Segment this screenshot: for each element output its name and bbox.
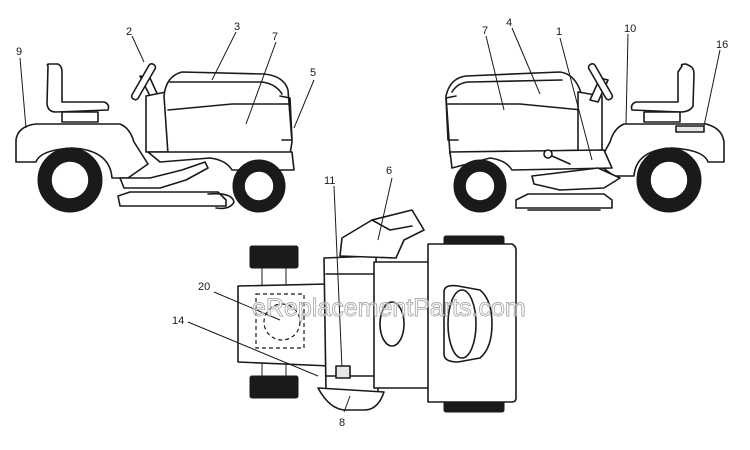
seat-cushion-top [447, 289, 477, 359]
discharge-chute-left [207, 192, 235, 210]
hood-crease-right [451, 79, 563, 93]
callout-6: 6 [386, 165, 392, 177]
leader-7-left [245, 41, 277, 125]
decal-16-area [675, 125, 705, 133]
leader-1 [559, 37, 593, 161]
chassis-right [449, 149, 613, 171]
leader-7-right [485, 35, 505, 111]
hood-grille-right [445, 95, 459, 141]
discharge-chute-top [339, 209, 425, 259]
hood-side-line-right [447, 103, 583, 111]
callout-3: 3 [234, 21, 240, 33]
leader-16 [703, 49, 721, 127]
leader-20 [213, 291, 281, 321]
front-rim-left [243, 170, 275, 202]
hood-right [445, 71, 585, 155]
chassis-top [323, 255, 379, 395]
callout-20: 20 [198, 281, 210, 293]
front-tire-top-left-bottom [249, 375, 299, 399]
callout-14: 14 [172, 315, 184, 327]
steering-wheel-left [130, 62, 157, 101]
leader-4 [511, 27, 541, 95]
callout-labels: 9 2 3 7 5 7 4 1 10 16 11 6 20 14 8 [16, 17, 728, 429]
leader-10 [625, 33, 629, 125]
rear-rim-right [649, 160, 689, 200]
decal-20-outline [255, 293, 305, 349]
callout-11: 11 [324, 175, 335, 187]
front-rim-right [464, 170, 496, 202]
callout-1: 1 [556, 26, 562, 38]
footrest-left [119, 161, 209, 189]
lever-knob-right [543, 149, 553, 159]
callout-5: 5 [310, 67, 316, 79]
leader-3 [211, 31, 237, 81]
leader-11 [333, 185, 343, 369]
hood-left [163, 71, 293, 155]
steering-wheel-right [587, 62, 614, 101]
seat-base-right [643, 111, 681, 123]
leader-14 [187, 321, 319, 377]
callout-7-left: 7 [272, 31, 278, 43]
seat-left [46, 63, 110, 113]
callout-16: 16 [716, 39, 728, 51]
pedal-top [379, 301, 405, 347]
lever-right [551, 155, 571, 165]
mower-deck-left [117, 191, 227, 207]
callout-8: 8 [339, 417, 345, 429]
tractor-top-view [237, 209, 517, 413]
callout-9: 9 [16, 46, 22, 58]
decal-11-area [335, 365, 351, 379]
front-tire-top-left-top [249, 245, 299, 269]
hood-crease-left [169, 81, 283, 95]
leader-5 [293, 79, 315, 129]
leader-2 [131, 35, 145, 63]
hood-side-line-left [167, 103, 291, 111]
callout-10: 10 [624, 23, 636, 35]
tractor-right-side-view [445, 62, 725, 213]
decal-20-inner [263, 303, 301, 341]
hood-grille-left [279, 95, 293, 141]
deck-bottom-top [317, 387, 385, 411]
mower-deck-right [515, 193, 613, 209]
rear-rim-left [50, 160, 90, 200]
seat-right [630, 63, 695, 113]
rear-fender-left [15, 123, 149, 179]
leader-lines [19, 27, 721, 413]
seat-base-left [61, 111, 99, 123]
leader-8 [343, 395, 351, 413]
leader-6 [377, 177, 393, 241]
footrest-right [531, 167, 621, 191]
tractor-left-side-view [15, 62, 295, 213]
callout-7-right: 7 [482, 25, 488, 37]
callout-4: 4 [506, 17, 512, 29]
callout-2: 2 [126, 26, 132, 38]
watermark-text: eReplacementParts.com [252, 294, 526, 322]
leader-9 [19, 57, 27, 129]
